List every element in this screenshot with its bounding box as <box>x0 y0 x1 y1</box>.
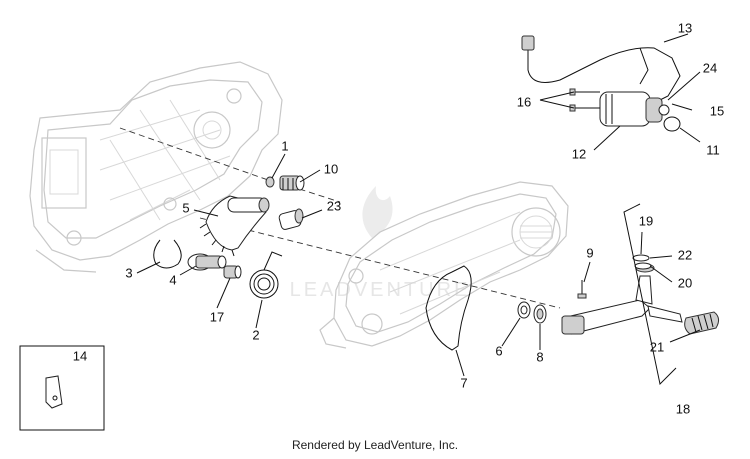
part-kick-lever-18 <box>561 263 683 335</box>
part-pedal-rubber-21 <box>684 311 720 335</box>
callout-19: 19 <box>639 213 653 228</box>
callout-24: 24 <box>703 60 717 75</box>
callout-15: 15 <box>710 103 724 118</box>
crankcase-left-ghost <box>29 61 283 273</box>
callout-20: 20 <box>678 275 692 290</box>
callout-16: 16 <box>517 94 531 109</box>
callout-14: 14 <box>73 348 87 363</box>
part-seal-8 <box>533 304 547 324</box>
footer-credit: Rendered by LeadVenture, Inc. <box>291 438 459 452</box>
part-bushing-23 <box>278 208 304 230</box>
callout-3: 3 <box>125 265 132 280</box>
callout-7: 7 <box>460 375 467 390</box>
part-washer-6 <box>517 301 531 319</box>
callout-5: 5 <box>182 200 189 215</box>
leader-lines <box>136 33 701 386</box>
part-kick-gear-5 <box>199 195 270 257</box>
part-oring-11 <box>663 116 681 132</box>
callout-18: 18 <box>676 401 690 416</box>
part-bushing-17 <box>223 265 242 279</box>
callout-9: 9 <box>586 245 593 260</box>
callout-12: 12 <box>572 146 586 161</box>
callout-6: 6 <box>495 343 502 358</box>
callout-4: 4 <box>169 272 176 287</box>
callout-8: 8 <box>536 349 543 364</box>
watermark: LEADVENTURE <box>290 186 471 301</box>
part-pin-1 <box>265 176 275 188</box>
part-washers-20-22 <box>632 254 652 270</box>
part-bolt-9 <box>577 280 587 299</box>
watermark-flame-icon <box>362 186 393 238</box>
part-clip-14-box <box>19 345 105 431</box>
part-starter-cable-13 <box>521 35 681 101</box>
part-gasket-7 <box>425 265 472 351</box>
part-clip-3 <box>153 239 182 269</box>
callout-13: 13 <box>678 20 692 35</box>
callout-23: 23 <box>327 198 341 213</box>
callout-10: 10 <box>324 161 338 176</box>
part-kick-shaft-4 <box>187 253 227 271</box>
callout-1: 1 <box>281 138 288 153</box>
assembly-axis-lines <box>119 127 561 309</box>
callout-11: 11 <box>706 142 720 157</box>
transmission-cover-ghost <box>319 181 569 349</box>
part-bushing-10 <box>279 175 305 191</box>
callout-labels: 1 2 3 4 5 6 7 8 9 10 11 12 13 14 15 16 1… <box>73 20 724 416</box>
callout-17: 17 <box>210 309 224 324</box>
callout-2: 2 <box>252 327 259 342</box>
part-starter-motor-12 <box>599 91 670 127</box>
callout-22: 22 <box>678 247 692 262</box>
watermark-text: LEADVENTURE <box>290 279 471 301</box>
callout-21: 21 <box>650 339 664 354</box>
part-bolts-16 <box>569 88 600 112</box>
part-spring-2 <box>249 251 283 299</box>
